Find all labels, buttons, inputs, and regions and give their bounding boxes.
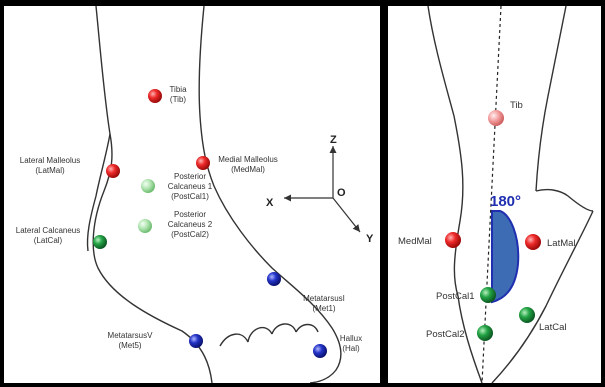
metatarsus-1-abbrev: (Met1) — [312, 304, 335, 313]
hallux-label: Hallux — [340, 334, 362, 343]
lateral-calcaneus-abbrev: (LatCal) — [34, 236, 63, 245]
posterior-calcaneus-2-label-a: Posterior — [174, 210, 206, 219]
lateral-calcaneus-label: Lateral Calcaneus — [16, 226, 80, 235]
latcal-label: LatCal — [539, 322, 566, 333]
lateral-calcaneus-marker — [93, 235, 107, 249]
x-axis-label: X — [266, 197, 274, 209]
z-axis-label: Z — [330, 134, 337, 146]
metatarsus-5-marker — [189, 334, 203, 348]
postcal2-marker — [477, 325, 493, 341]
postcal1-label: PostCal1 — [436, 291, 475, 302]
latmal-label: LatMal — [547, 238, 576, 249]
angle-shaded-region — [492, 211, 518, 302]
metatarsus-1-label: MetatarsusI — [303, 294, 345, 303]
angle-label: 180° — [490, 193, 521, 210]
foot-side-diagram: Z X Y O Tibia (Tib) Lateral Malleolus (L… — [4, 6, 380, 383]
medmal-marker — [445, 232, 461, 248]
medial-malleolus-abbrev: (MedMal) — [231, 165, 265, 174]
right-foot-panel: 180° Tib MedMal LatMal PostCal1 PostCal2… — [388, 6, 601, 383]
posterior-calcaneus-1-abbrev: (PostCal1) — [171, 192, 209, 201]
tibia-label: Tibia — [169, 85, 187, 94]
latmal-marker — [525, 234, 541, 250]
tibia-marker — [148, 89, 162, 103]
foot-outline — [87, 6, 340, 383]
tibia-abbrev: (Tib) — [170, 95, 186, 104]
medial-malleolus-marker — [196, 156, 210, 170]
y-axis-label: Y — [366, 233, 374, 245]
posterior-calcaneus-2-label-b: Calcaneus 2 — [168, 220, 213, 229]
left-foot-panel: Z X Y O Tibia (Tib) Lateral Malleolus (L… — [4, 6, 380, 383]
medial-malleolus-label: Medial Malleolus — [218, 155, 278, 164]
hallux-abbrev: (Hal) — [342, 344, 360, 353]
metatarsus-5-label: MetatarsusV — [108, 331, 154, 340]
postcal2-label: PostCal2 — [426, 329, 465, 340]
hallux-marker — [313, 344, 327, 358]
origin-label: O — [337, 187, 346, 199]
latcal-marker — [519, 307, 535, 323]
tib-label: Tib — [510, 100, 523, 111]
posterior-calcaneus-1-marker — [141, 179, 155, 193]
postcal1-marker — [480, 287, 496, 303]
metatarsus-5-abbrev: (Met5) — [118, 341, 141, 350]
lateral-malleolus-marker — [106, 164, 120, 178]
tib-marker — [488, 110, 504, 126]
metatarsus-1-marker — [267, 272, 281, 286]
posterior-calcaneus-1-label-b: Calcaneus 1 — [168, 182, 213, 191]
lateral-malleolus-label: Lateral Malleolus — [20, 156, 80, 165]
lateral-malleolus-abbrev: (LatMal) — [35, 166, 65, 175]
posterior-calcaneus-1-label-a: Posterior — [174, 172, 206, 181]
foot-rear-diagram: 180° Tib MedMal LatMal PostCal1 PostCal2… — [388, 6, 601, 383]
coordinate-axes — [284, 146, 360, 232]
posterior-calcaneus-2-marker — [138, 219, 152, 233]
medmal-label: MedMal — [398, 236, 432, 247]
posterior-calcaneus-2-abbrev: (PostCal2) — [171, 230, 209, 239]
y-axis-arrow — [333, 198, 360, 232]
